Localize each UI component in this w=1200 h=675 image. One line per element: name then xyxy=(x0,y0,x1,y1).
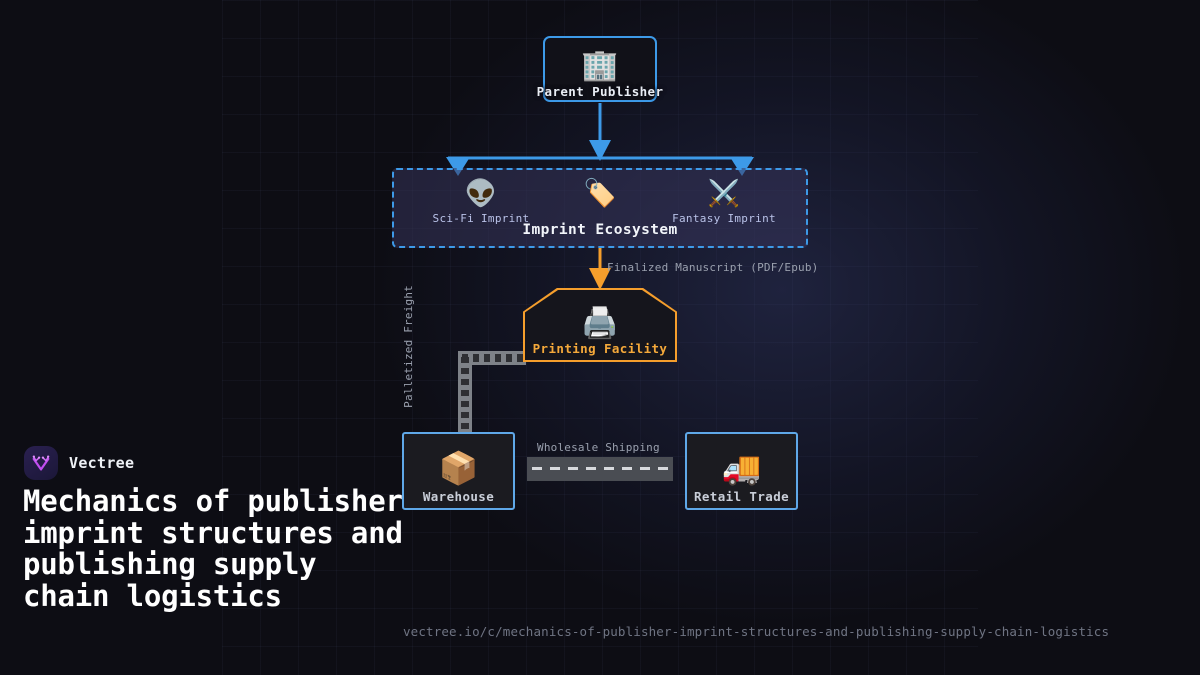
node-fantasy-imprint[interactable]: ⚔️ Fantasy Imprint xyxy=(659,181,789,225)
package-box-icon: 📦 xyxy=(438,449,479,487)
printer-icon: 🖨️ xyxy=(581,305,619,341)
vectree-logo-glyph xyxy=(32,455,50,471)
node-warehouse[interactable]: 📦 Warehouse xyxy=(402,432,515,510)
node-label-parent-publisher: Parent Publisher xyxy=(536,84,664,99)
node-parent-publisher[interactable]: 🏢 Parent Publisher xyxy=(537,36,663,102)
crossed-swords-icon: ⚔️ xyxy=(707,179,741,209)
edge-label-palletized-freight: Palletized Freight xyxy=(402,285,415,408)
node-label-sci-fi-imprint: Sci-Fi Imprint xyxy=(432,212,530,225)
node-label-retail-trade: Retail Trade xyxy=(693,489,790,504)
group-label-imprint-ecosystem: Imprint Ecosystem xyxy=(522,222,678,238)
edge-publisher-to-bus xyxy=(589,103,611,161)
brand-name: Vectree xyxy=(69,454,135,472)
hexagon-fill xyxy=(525,290,675,360)
vectree-branch-logo xyxy=(24,446,58,480)
alien-icon: 👽 xyxy=(464,179,498,209)
office-building-icon: 🏢 xyxy=(581,48,619,83)
node-label-printing-facility: Printing Facility xyxy=(532,340,668,356)
node-label-fantasy-imprint: Fantasy Imprint xyxy=(672,212,776,225)
road-lane-markings xyxy=(532,467,668,470)
page-url: vectree.io/c/mechanics-of-publisher-impr… xyxy=(403,624,1110,639)
conveyor-teeth-vertical xyxy=(461,357,469,429)
label-tag-icon: 🏷️ xyxy=(583,178,617,209)
group-imprint-ecosystem[interactable]: 👽 Sci-Fi Imprint ⚔️ Fantasy Imprint 🏷️ I… xyxy=(392,168,808,248)
edge-distribution-bus xyxy=(446,156,754,176)
delivery-truck-icon: 🚚 xyxy=(721,449,762,487)
wholesale-road xyxy=(527,457,673,481)
edge-label-finalized-manuscript: Finalized Manuscript (PDF/Epub) xyxy=(607,261,819,274)
node-printing-facility[interactable]: 🖨️ Printing Facility xyxy=(523,288,677,362)
node-retail-trade[interactable]: 🚚 Retail Trade xyxy=(685,432,798,510)
page-title: Mechanics of publisher imprint structure… xyxy=(23,484,403,613)
edge-label-wholesale-shipping: Wholesale Shipping xyxy=(537,441,660,454)
conveyor-teeth-horizontal xyxy=(462,354,524,362)
node-label-warehouse: Warehouse xyxy=(422,489,495,504)
node-sci-fi-imprint[interactable]: 👽 Sci-Fi Imprint xyxy=(416,181,546,225)
brand-lockup: Vectree xyxy=(24,446,134,480)
edge-imprints-to-printing xyxy=(589,248,611,290)
